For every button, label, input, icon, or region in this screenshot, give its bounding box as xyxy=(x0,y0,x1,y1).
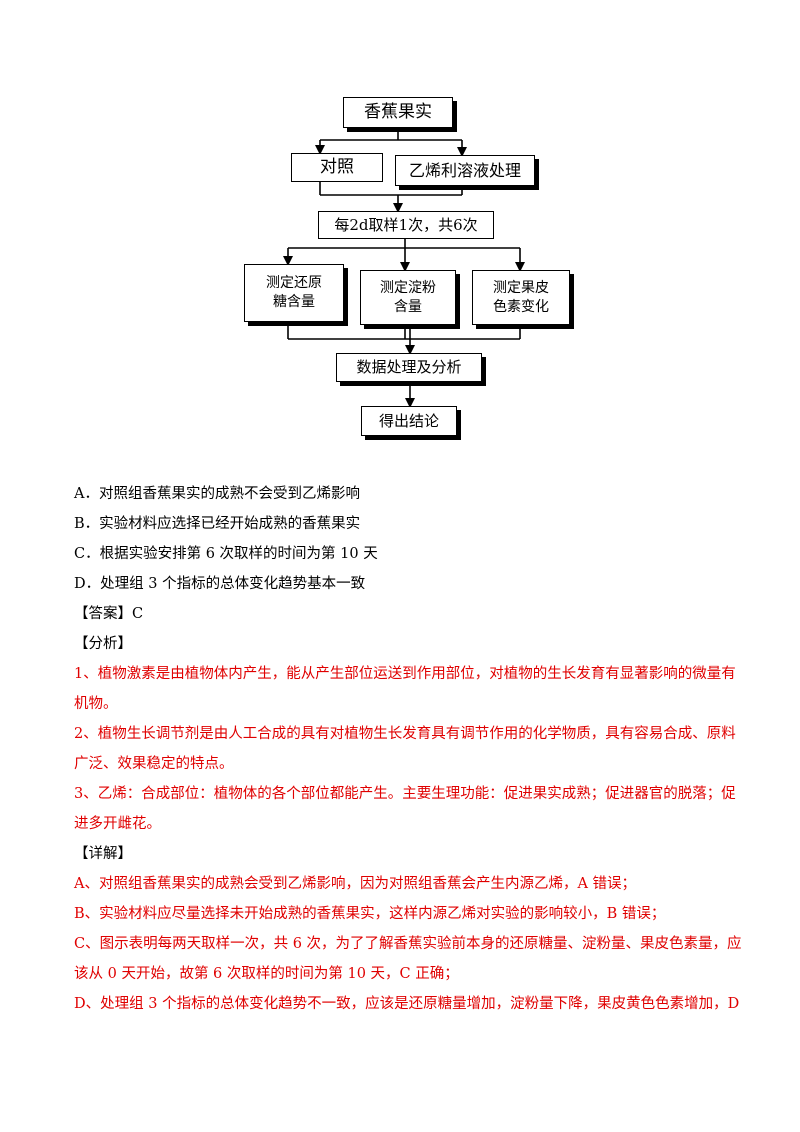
option-c: C．根据实验安排第 6 次取样的时间为第 10 天 xyxy=(74,546,378,562)
detail-line-5: D、处理组 3 个指标的总体变化趋势不一致，应该是还原糖量增加，淀粉量下降，果皮… xyxy=(74,996,740,1012)
measure-2-line-1: 测定淀粉 xyxy=(380,279,436,296)
flow-box-top: 香蕉果实 xyxy=(343,97,453,128)
flowchart-connectors xyxy=(283,128,525,408)
detail-heading: 【详解】 xyxy=(74,846,132,862)
detail-line-2: B、实验材料应尽量选择未开始成熟的香蕉果实，这样内源乙烯对实验的影响较小，B 错… xyxy=(74,906,666,922)
analysis-heading: 【分析】 xyxy=(74,636,132,652)
option-a: A．对照组香蕉果实的成熟不会受到乙烯影响 xyxy=(74,486,360,502)
detail-line-3: C、图示表明每两天取样一次，共 6 次，为了了解香蕉实验前本身的还原糖量、淀粉量… xyxy=(74,936,742,952)
flow-box-control: 对照 xyxy=(291,153,383,182)
measure-1-line-2: 糖含量 xyxy=(273,294,315,310)
detail-line-4: 该从 0 天开始，故第 6 次取样的时间为第 10 天，C 正确； xyxy=(74,966,459,982)
flow-box-analysis: 数据处理及分析 xyxy=(336,353,482,382)
measure-1-line-1: 测定还原 xyxy=(266,275,322,292)
answer-line: 【答案】C xyxy=(74,604,724,624)
analysis-point-2-line-1: 2、植物生长调节剂是由人工合成的具有对植物生长发育具有调节作用的化学物质，具有容… xyxy=(74,726,736,742)
analysis-point-1-line-1: 1、植物激素是由植物体内产生，能从产生部位运送到作用部位，对植物的生长发育有显著… xyxy=(74,666,736,682)
flow-box-measure-2: 测定淀粉 含量 xyxy=(360,270,456,325)
flow-box-measure-1: 测定还原 糖含量 xyxy=(244,264,344,322)
measure-3-line-2: 色素变化 xyxy=(493,298,549,315)
experiment-flowchart: 香蕉果实 对照 乙烯利溶液处理 每2d取样1次，共6次 测定还原 糖含量 测定淀… xyxy=(0,0,800,460)
question-content: A．对照组香蕉果实的成熟不会受到乙烯影响 B．实验材料应选择已经开始成熟的香蕉果… xyxy=(74,484,742,1024)
analysis-point-2-line-2: 广泛、效果稳定的特点。 xyxy=(74,756,234,772)
detail-line-1: A、对照组香蕉果实的成熟会受到乙烯影响，因为对照组香蕉会产生内源乙烯，A 错误； xyxy=(74,876,637,892)
option-b: B．实验材料应选择已经开始成熟的香蕉果实 xyxy=(74,516,361,532)
flow-box-treatment: 乙烯利溶液处理 xyxy=(395,155,535,186)
measure-2-line-2: 含量 xyxy=(394,298,422,315)
answer-value: C xyxy=(132,606,144,622)
analysis-point-3-line-1: 3、乙烯：合成部位：植物体的各个部位都能产生。主要生理功能：促进果实成熟；促进器… xyxy=(74,786,736,802)
analysis-point-3-line-2: 进多开雌花。 xyxy=(74,816,161,832)
flow-box-conclusion: 得出结论 xyxy=(361,406,457,436)
option-d: D．处理组 3 个指标的总体变化趋势基本一致 xyxy=(74,576,366,592)
analysis-point-1-line-2: 机物。 xyxy=(74,696,118,712)
measure-3-line-1: 测定果皮 xyxy=(493,279,549,296)
answer-label: 【答案】 xyxy=(74,606,132,622)
flow-box-measure-3: 测定果皮 色素变化 xyxy=(472,270,570,325)
flow-box-sampling: 每2d取样1次，共6次 xyxy=(318,211,494,239)
